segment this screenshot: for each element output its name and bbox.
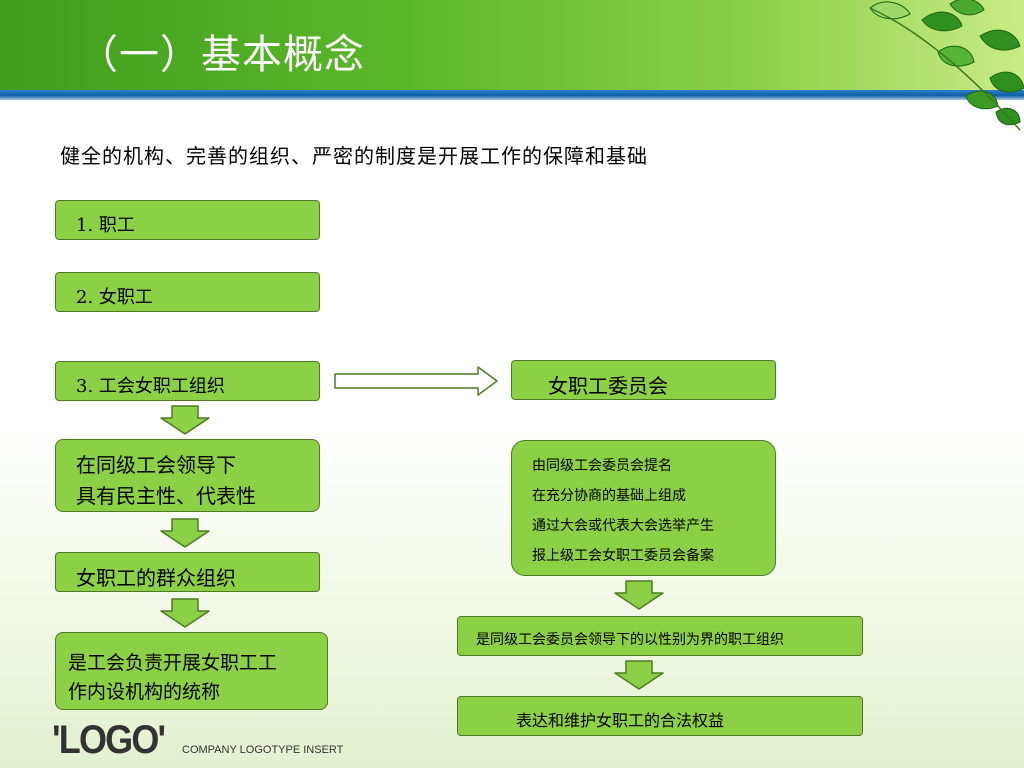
leaves-decoration-icon <box>869 0 1024 131</box>
committee-box: 女职工委员会 <box>511 360 776 400</box>
committee-label: 女职工委员会 <box>548 374 668 398</box>
rights-label: 表达和维护女职工的合法权益 <box>516 711 725 730</box>
page-title: （一）基本概念 <box>78 32 365 78</box>
title-banner <box>0 0 1024 92</box>
mass-org-label: 女职工的群众组织 <box>76 566 236 590</box>
item-union-female-org-box: 3. 工会女职工组织 <box>55 361 320 401</box>
down-arrow-icon <box>160 405 210 435</box>
rights-box: 表达和维护女职工的合法权益 <box>457 696 863 736</box>
company-logo: 'LOGO' <box>52 718 166 762</box>
formation-steps-box: 由同级工会委员会提名 在充分协商的基础上组成 通过大会或代表大会选举产生 报上级… <box>511 440 776 576</box>
mass-org-box: 女职工的群众组织 <box>55 552 320 592</box>
down-arrow-icon <box>160 598 210 628</box>
item-workers-label: 1. 职工 <box>76 215 135 236</box>
definition-line-1: 是工会负责开展女职工工 <box>68 652 278 674</box>
down-arrow-icon <box>614 660 664 690</box>
leadership-nature-box: 在同级工会领导下 具有民主性、代表性 <box>55 439 320 512</box>
formation-step-1: 由同级工会委员会提名 <box>532 457 672 473</box>
item-female-workers-box: 2. 女职工 <box>55 272 320 312</box>
down-arrow-icon <box>614 580 664 610</box>
leadership-nature-line-1: 在同级工会领导下 <box>76 453 236 477</box>
definition-line-2: 作内设机构的统称 <box>68 681 221 703</box>
leadership-nature-line-2: 具有民主性、代表性 <box>76 484 256 508</box>
committee-nature-label: 是同级工会委员会领导下的以性别为界的职工组织 <box>476 631 784 647</box>
definition-box: 是工会负责开展女职工工 作内设机构的统称 <box>55 632 328 710</box>
right-arrow-icon <box>334 366 498 396</box>
committee-nature-box: 是同级工会委员会领导下的以性别为界的职工组织 <box>457 616 863 656</box>
formation-step-4: 报上级工会女职工委员会备案 <box>532 547 714 563</box>
formation-step-3: 通过大会或代表大会选举产生 <box>532 517 714 533</box>
company-logotype-tagline: COMPANY LOGOTYPE INSERT <box>182 744 344 756</box>
subtitle-text: 健全的机构、完善的组织、严密的制度是开展工作的保障和基础 <box>60 144 648 168</box>
title-banner-stripe <box>0 90 1024 100</box>
item-union-female-org-label: 3. 工会女职工组织 <box>76 376 225 397</box>
item-workers-box: 1. 职工 <box>55 200 320 240</box>
down-arrow-icon <box>160 518 210 548</box>
formation-step-2: 在充分协商的基础上组成 <box>532 487 686 503</box>
item-female-workers-label: 2. 女职工 <box>76 287 153 308</box>
